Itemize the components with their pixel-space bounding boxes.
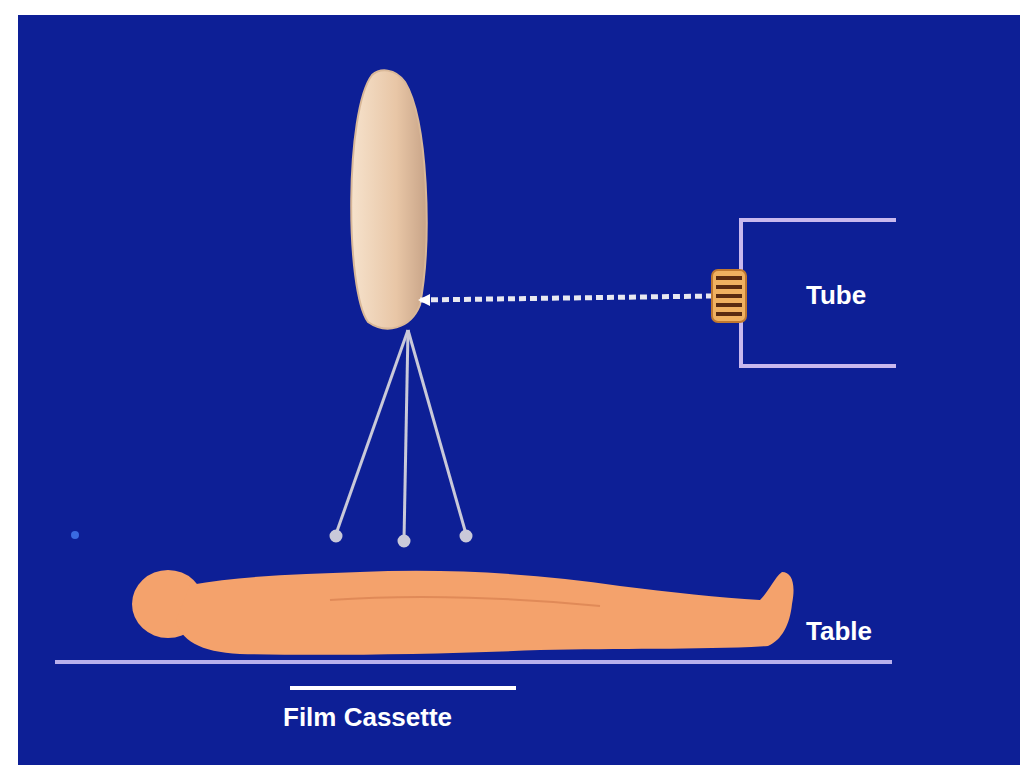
image-intensifier — [351, 70, 426, 328]
arrow-tip — [418, 294, 430, 306]
table-line — [55, 660, 892, 664]
part-label: Table — [806, 616, 872, 646]
part-label: Tube — [806, 280, 866, 310]
tube-coil — [712, 270, 746, 322]
film-cassette-bar — [290, 686, 516, 690]
x-ray-beam — [331, 330, 471, 546]
tube-housing — [741, 220, 896, 366]
body-contour — [330, 597, 600, 606]
patient-figure — [132, 570, 794, 655]
dashed-link — [420, 296, 712, 300]
background-panel — [18, 15, 1020, 765]
part-label: Film Cassette — [283, 702, 452, 732]
coil-windings — [716, 276, 742, 316]
dot — [71, 531, 79, 539]
